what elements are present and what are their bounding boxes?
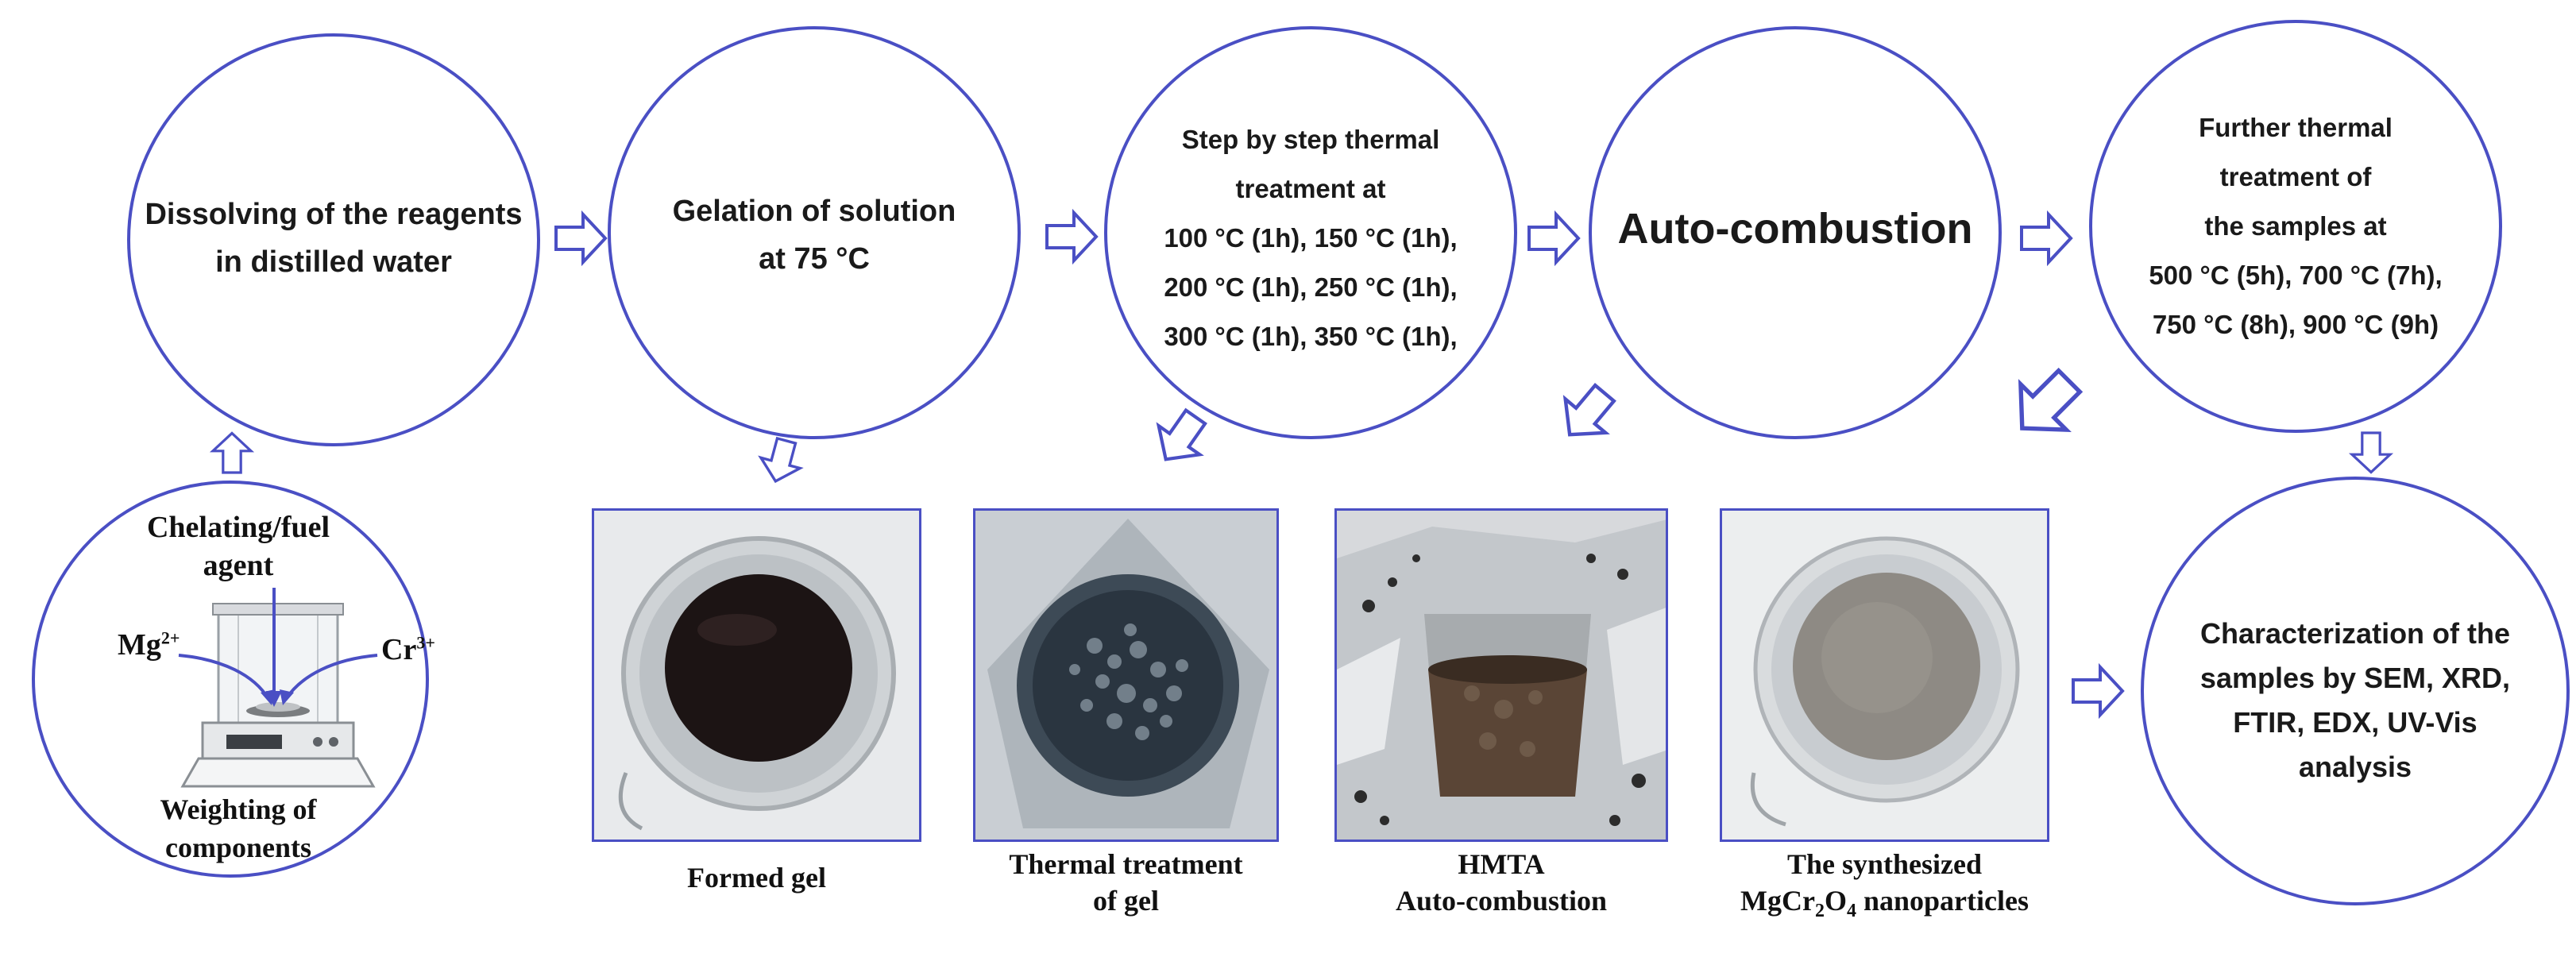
step-gelation-line-1: Gelation of solution	[672, 195, 956, 228]
step-dissolving-line-2: in distilled water	[215, 245, 452, 279]
caption-synthesized: The synthesized MgCr2O4 nanoparticles	[1676, 846, 2093, 929]
mg-symbol: Mg	[118, 628, 161, 662]
formed-gel-photo	[592, 508, 921, 842]
characterization-line-1: Characterization of the	[2199, 617, 2511, 650]
caption-formed-gel: Formed gel	[592, 859, 921, 896]
weighing-caption-line-2: components	[164, 832, 311, 863]
step-dissolving-text: Dissolving of the reagents in distilled …	[127, 191, 540, 286]
caption-thermal-line-1: Thermal treatment	[1009, 848, 1243, 880]
arrow-thermal-to-gel-photo	[1145, 403, 1216, 473]
characterization-line-2: samples by SEM, XRD,	[2199, 662, 2511, 694]
caption-formed-gel-line: Formed gel	[687, 862, 826, 894]
caption-hmta-line-2: Auto-combustion	[1395, 885, 1608, 917]
formula-mgcr: MgCr	[1740, 885, 1815, 917]
hmta-auto-combustion-photo	[1334, 508, 1668, 842]
arrow-further-to-characterization	[2350, 431, 2392, 474]
mg-ion-label: Mg2+	[118, 627, 180, 662]
caption-hmta: HMTA Auto-combustion	[1311, 846, 1692, 919]
formula-suffix: nanoparticles	[1856, 885, 2029, 917]
caption-synthesized-line-1: The synthesized	[1786, 848, 1983, 880]
cr-charge: 3+	[416, 632, 435, 653]
formula-o: O	[1824, 885, 1847, 917]
step-further-thermal-text: Further thermal treatment of the samples…	[2089, 103, 2502, 349]
beaker-foil-combustion-image	[1337, 511, 1666, 840]
step-thermal-line-1: Step by step thermal	[1181, 125, 1440, 154]
arrow-weighing-to-dissolving	[211, 431, 253, 474]
arrow-photo-to-characterization	[2072, 666, 2124, 716]
step-thermal-line-3: 100 °C (1h), 150 °C (1h),	[1164, 223, 1458, 253]
step-dissolving-circle	[127, 33, 540, 446]
caption-hmta-line-1: HMTA	[1458, 848, 1545, 880]
beaker-dark-gel-image	[594, 511, 919, 840]
step-characterization-circle	[2141, 477, 2570, 905]
arrow-gelation-to-thermal	[1045, 211, 1098, 262]
arrow-auto-to-combustion-photo	[1550, 376, 1624, 452]
weighing-caption: Weighting of components	[111, 790, 365, 867]
step-auto-combustion-label: Auto-combustion	[1617, 205, 1973, 253]
arrow-gelation-to-gel-photo	[755, 434, 808, 488]
step-gelation-text: Gelation of solution at 75 °C	[608, 187, 1021, 283]
step-gelation-circle	[608, 26, 1021, 439]
chelating-agent-label: Chelating/fuel agent	[111, 508, 365, 585]
caption-synthesized-line-2: MgCr2O4 nanoparticles	[1676, 882, 2093, 929]
caption-thermal-line-2: of gel	[1093, 885, 1159, 917]
step-thermal-line-2: treatment at	[1235, 174, 1386, 203]
step-further-line-5: 750 °C (8h), 900 °C (9h)	[2152, 310, 2439, 339]
synthesized-nanoparticles-photo	[1720, 508, 2049, 842]
step-auto-combustion-text: Auto-combustion	[1589, 205, 2002, 253]
step-further-line-4: 500 °C (5h), 700 °C (7h),	[2149, 261, 2443, 290]
formula-sub-2: 2	[1814, 901, 1825, 922]
step-thermal-line-5: 300 °C (1h), 350 °C (1h),	[1164, 322, 1458, 351]
step-further-thermal-circle	[2089, 20, 2502, 433]
step-further-line-1: Further thermal	[2199, 113, 2393, 142]
step-further-line-3: the samples at	[2204, 211, 2387, 241]
characterization-line-4: analysis	[2298, 751, 2412, 783]
mg-charge: 2+	[160, 627, 180, 648]
step-gelation-line-2: at 75 °C	[759, 242, 870, 276]
beaker-bubbling-gel-image	[975, 511, 1276, 840]
thermal-treatment-photo	[973, 508, 1279, 842]
arrow-thermal-to-auto	[1527, 213, 1580, 264]
step-thermal-circle	[1104, 26, 1517, 439]
step-dissolving-line-1: Dissolving of the reagents	[145, 198, 523, 231]
step-characterization-text: Characterization of the samples by SEM, …	[2141, 612, 2570, 789]
caption-thermal-treatment: Thermal treatment of gel	[933, 846, 1319, 919]
beaker-powder-image	[1722, 511, 2047, 840]
step-thermal-text: Step by step thermal treatment at 100 °C…	[1104, 115, 1517, 361]
step-further-line-2: treatment of	[2219, 162, 2372, 191]
step-thermal-line-4: 200 °C (1h), 250 °C (1h),	[1164, 272, 1458, 302]
cr-ion-label: Cr3+	[381, 632, 435, 667]
arrow-dissolving-to-gelation	[554, 213, 607, 264]
chelating-line-2: agent	[203, 549, 274, 582]
arrow-further-to-powder-photo	[1999, 358, 2091, 450]
formula-sub-4: 4	[1846, 901, 1856, 922]
chelating-line-1: Chelating/fuel	[146, 511, 330, 544]
arrow-auto-to-further	[2020, 213, 2072, 264]
weighing-caption-line-1: Weighting of	[160, 793, 317, 825]
step-auto-combustion-circle	[1589, 26, 2002, 439]
cr-symbol: Cr	[381, 633, 417, 666]
characterization-line-3: FTIR, EDX, UV-Vis	[2233, 706, 2478, 739]
